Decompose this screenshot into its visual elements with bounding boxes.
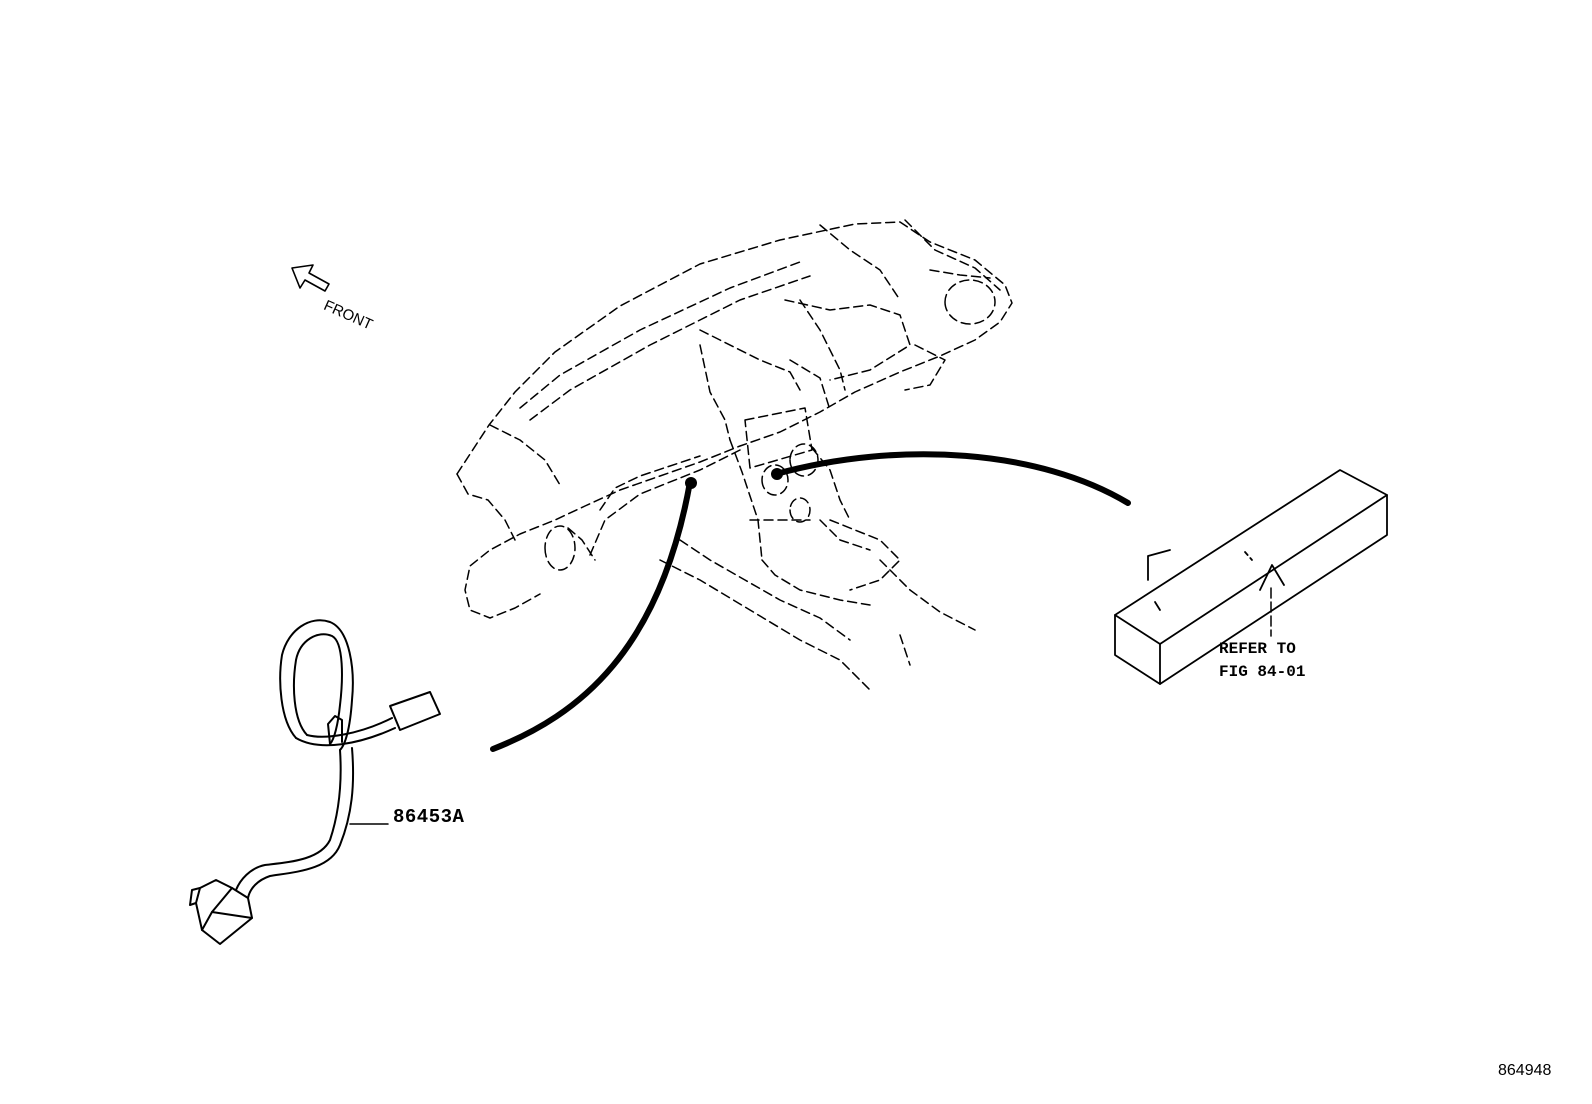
callout-curve-left: [490, 479, 693, 752]
wire-harness-86453A: [189, 619, 441, 945]
front-arrow-icon: [291, 264, 330, 292]
unit-assembly: [1114, 469, 1388, 685]
illustration-id: 864948: [1498, 1062, 1552, 1079]
connection-point-right: [771, 468, 783, 480]
reference-note-line2[interactable]: FIG 84-01: [1219, 663, 1306, 681]
part-number-callout[interactable]: 86453A: [393, 806, 465, 828]
callout-curve-right: [773, 451, 1131, 506]
instrument-panel-outline: [456, 219, 1013, 691]
connection-point-left: [685, 477, 697, 489]
reference-note-line1: REFER TO: [1219, 640, 1296, 658]
